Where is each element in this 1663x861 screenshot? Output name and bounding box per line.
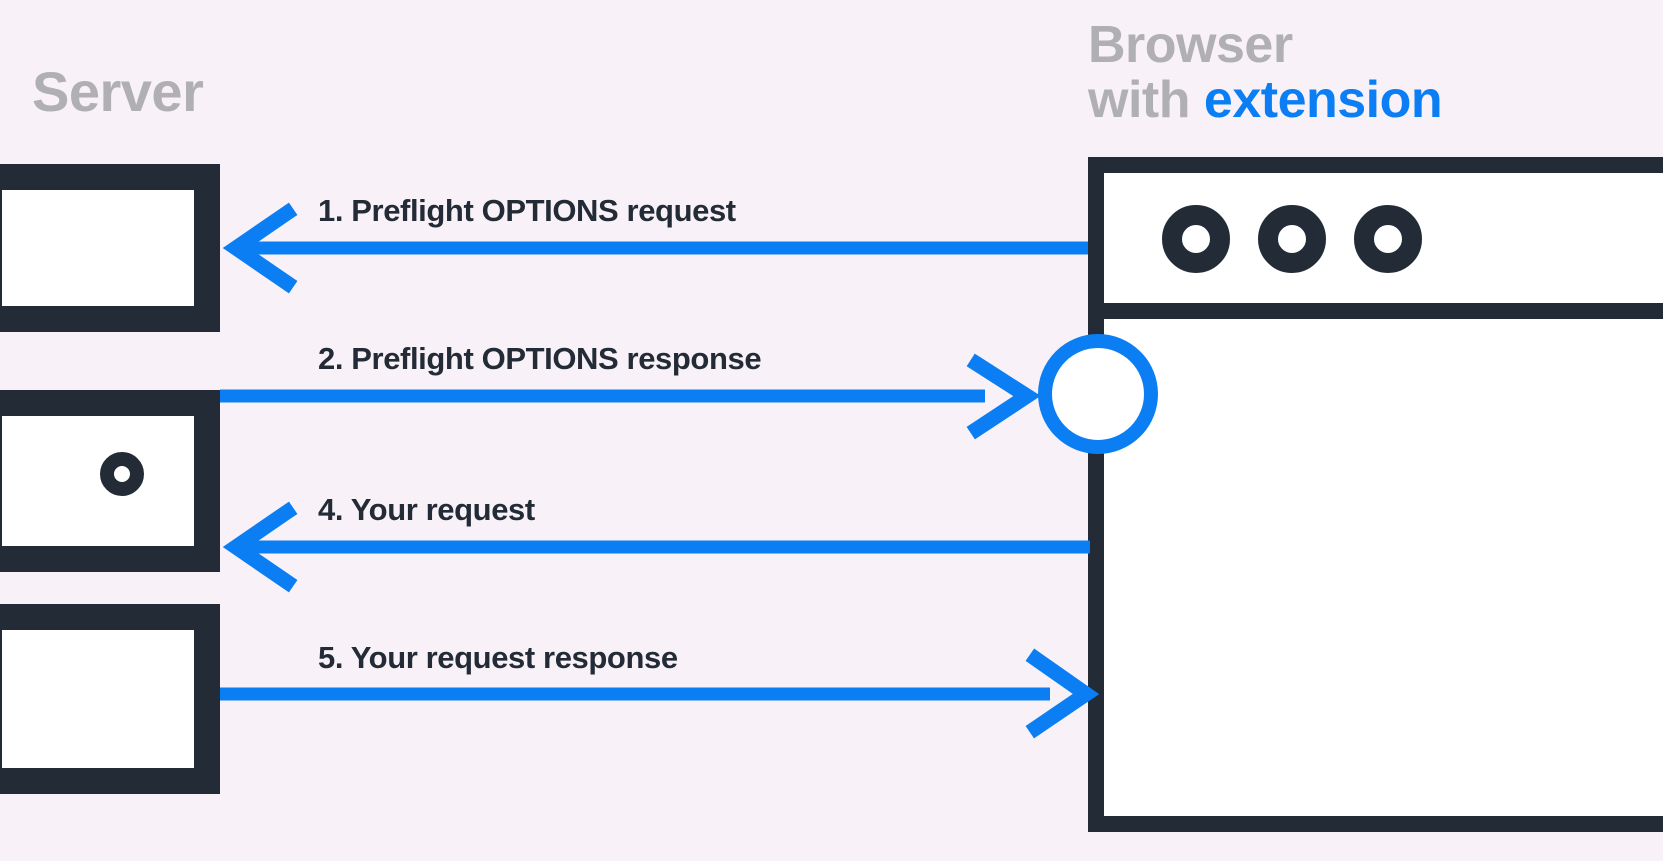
browser-title-extension: extension xyxy=(1203,71,1443,130)
browser-title-with: with xyxy=(1088,71,1204,130)
browser-title: Browser with extension xyxy=(1088,16,1443,130)
rack-unit-2 xyxy=(0,390,220,572)
browser-title-bar xyxy=(1104,173,1663,319)
browser-title-line1: Browser xyxy=(1088,16,1293,74)
window-control-3-ring-icon[interactable] xyxy=(1354,205,1422,273)
window-controls xyxy=(1162,205,1422,273)
rack-unit-3 xyxy=(0,604,220,794)
rack-unit-1 xyxy=(0,164,220,332)
browser-window xyxy=(1088,157,1663,832)
server-title: Server xyxy=(32,60,204,123)
flow-label-2: 2. Preflight OPTIONS response xyxy=(318,341,762,376)
flow-label-5: 5. Your request response xyxy=(318,640,678,675)
flow-label-4: 4. Your request xyxy=(318,492,535,527)
extension-badge-ring-icon xyxy=(1038,334,1158,454)
window-control-1-ring-icon[interactable] xyxy=(1162,205,1230,273)
window-control-2-ring-icon[interactable] xyxy=(1258,205,1326,273)
browser-viewport xyxy=(1104,319,1663,816)
server-status-ring-icon xyxy=(100,452,144,496)
flow-label-1: 1. Preflight OPTIONS request xyxy=(318,193,736,228)
